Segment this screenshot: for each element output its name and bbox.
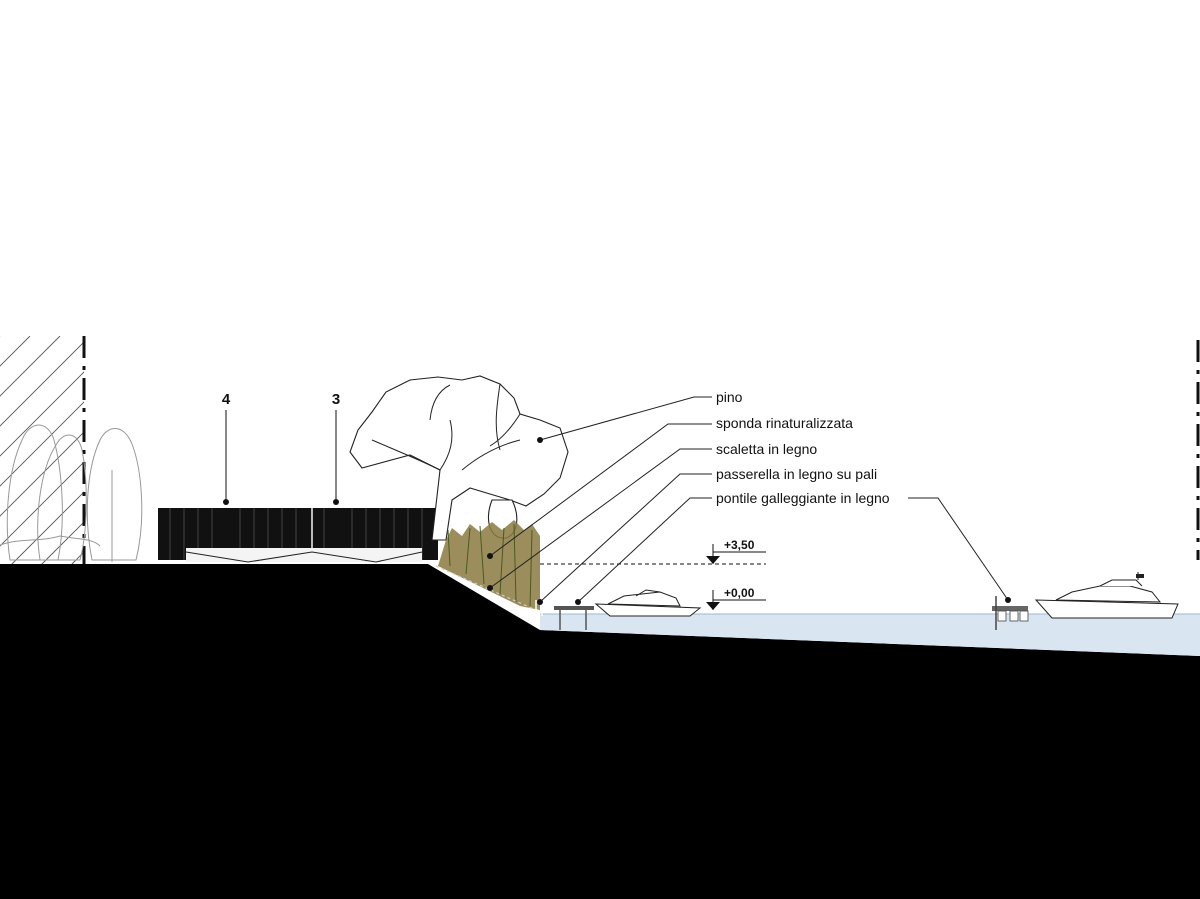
water-body [540,614,1200,656]
large-yacht [1034,572,1179,619]
ground-section [0,564,1200,899]
callout-sponda: sponda rinaturalizzata [487,415,853,559]
reed-vegetation [435,520,540,611]
level-marker-water: +0,00 [706,586,766,610]
callout-label: pontile galleggiante in legno [716,490,890,506]
background-trees [0,424,143,562]
hatched-building [0,336,86,566]
level-marker-top: +3,50 [540,538,766,565]
callout-pino: pino [537,389,743,443]
section-marker-3: 3 [332,391,340,505]
small-motorboat [594,589,702,617]
callout-pontile: pontile galleggiante in legno [575,490,1011,605]
walkway-on-piles [554,606,594,630]
callout-label: pino [716,389,743,405]
callout-label: scaletta in legno [716,441,817,457]
level-label: +3,50 [724,538,755,552]
section-marker-label: 4 [222,391,231,408]
callout-scaletta: scaletta in legno [487,441,817,591]
callout-label: sponda rinaturalizzata [716,415,853,431]
slatted-building [158,508,438,563]
level-label: +0,00 [724,586,755,600]
section-marker-4: 4 [222,391,231,505]
floating-pontoon [992,596,1029,630]
section-marker-label: 3 [332,391,340,408]
callout-label: passerella in legno su pali [716,466,877,482]
callout-passerella: passerella in legno su pali [537,466,877,605]
